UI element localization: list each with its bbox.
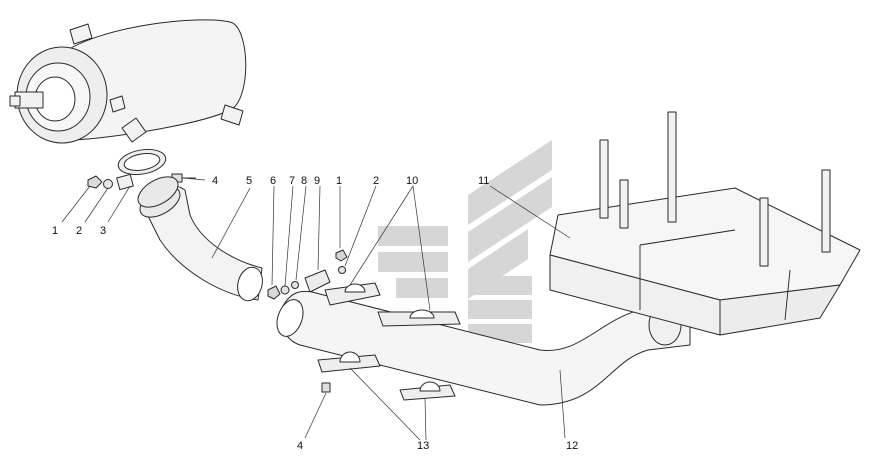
callout-8: 8 bbox=[301, 175, 307, 187]
nut-mid bbox=[335, 249, 348, 262]
callout-13: 13 bbox=[417, 440, 429, 452]
callout-1-mid: 1 bbox=[336, 175, 342, 187]
callout-9: 9 bbox=[314, 175, 320, 187]
callout-7: 7 bbox=[289, 175, 295, 187]
outlet-clamp bbox=[116, 148, 167, 191]
callout-2-mid: 2 bbox=[373, 175, 379, 187]
clamp-10-a bbox=[324, 282, 381, 306]
callout-12: 12 bbox=[566, 440, 578, 452]
washer-mid bbox=[338, 266, 346, 274]
callout-4-bottom: 4 bbox=[297, 440, 303, 452]
callout-11: 11 bbox=[478, 175, 489, 187]
callout-6: 6 bbox=[270, 175, 276, 187]
callout-1-left: 1 bbox=[52, 225, 58, 237]
clamp-13-b bbox=[399, 381, 456, 401]
washer-8 bbox=[291, 281, 299, 289]
callout-2-left: 2 bbox=[76, 225, 82, 237]
callout-3: 3 bbox=[100, 225, 106, 237]
heat-shield bbox=[549, 187, 861, 336]
callout-10: 10 bbox=[406, 175, 418, 187]
callout-5: 5 bbox=[246, 175, 252, 187]
nut-left bbox=[87, 175, 103, 189]
flexible-pipe bbox=[137, 176, 263, 302]
mounting-straps bbox=[599, 111, 831, 267]
washer-7 bbox=[280, 285, 290, 295]
bracket-9 bbox=[304, 269, 331, 293]
leader-lines bbox=[61, 177, 571, 441]
silencer-housing bbox=[9, 19, 247, 144]
bolt-bottom bbox=[321, 382, 331, 393]
callout-4-top: 4 bbox=[212, 175, 218, 187]
clamp-10-b bbox=[377, 309, 461, 327]
nut-6 bbox=[267, 285, 281, 300]
clamp-13-a bbox=[317, 351, 381, 373]
washer-left bbox=[103, 179, 113, 189]
